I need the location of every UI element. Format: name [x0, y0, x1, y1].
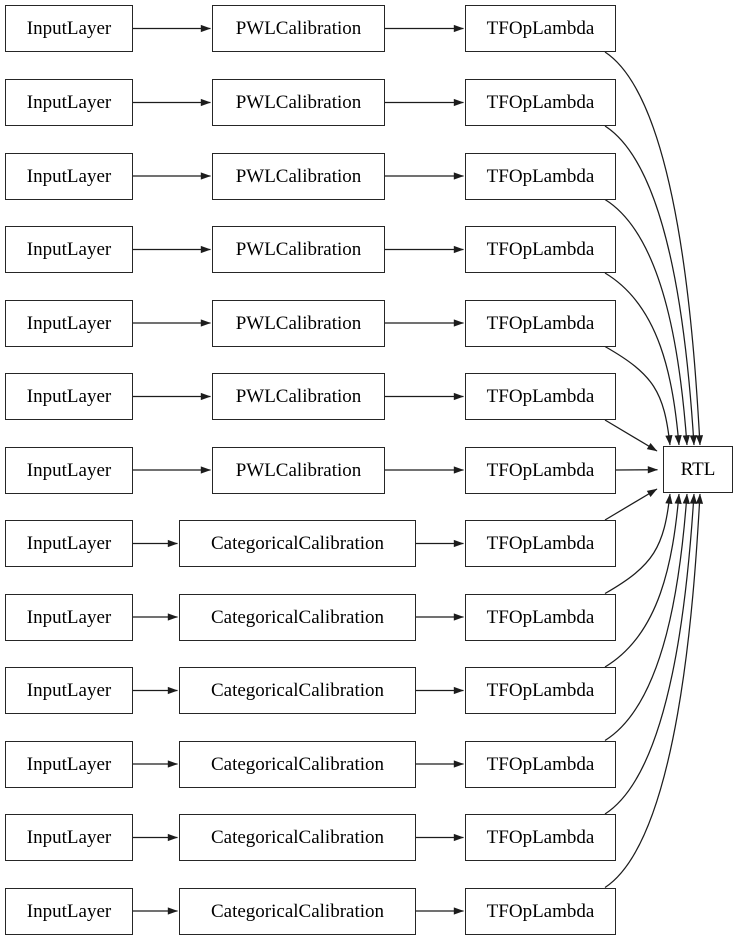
tfoplambda-node-7: TFOpLambda	[465, 520, 616, 567]
tfoplambda-node-6: TFOpLambda	[465, 446, 616, 494]
inputlayer-node-2: InputLayer	[5, 152, 133, 200]
edge-lambda-to-rtl-4	[604, 345, 673, 446]
edge-lambda-to-rtl-12	[604, 493, 704, 889]
edge-lambda-to-rtl-11	[604, 493, 697, 815]
inputlayer-node-9: InputLayer	[5, 667, 133, 714]
pwlcalibration-node-6: PWLCalibration	[212, 446, 385, 494]
inputlayer-node-4: InputLayer	[5, 299, 133, 347]
rtl-node: RTL	[663, 446, 733, 493]
pwlcalibration-node-3: PWLCalibration	[212, 226, 385, 273]
categoricalcalibration-node-9: CategoricalCalibration	[179, 667, 416, 714]
tfoplambda-node-1: TFOpLambda	[465, 79, 616, 126]
pwlcalibration-node-2: PWLCalibration	[212, 152, 385, 200]
edge-lambda-to-rtl-2	[604, 198, 690, 446]
edge-lambda-to-rtl-5	[604, 419, 658, 452]
inputlayer-node-7: InputLayer	[5, 520, 133, 567]
inputlayer-node-12: InputLayer	[5, 887, 133, 935]
pwlcalibration-node-0: PWLCalibration	[212, 5, 385, 52]
tfoplambda-node-4: TFOpLambda	[465, 299, 616, 347]
edge-lambda-to-rtl-8	[604, 493, 673, 595]
tfoplambda-node-11: TFOpLambda	[465, 814, 616, 861]
categoricalcalibration-node-12: CategoricalCalibration	[179, 887, 416, 935]
inputlayer-node-0: InputLayer	[5, 5, 133, 52]
categoricalcalibration-node-10: CategoricalCalibration	[179, 740, 416, 788]
pwlcalibration-node-5: PWLCalibration	[212, 373, 385, 420]
tfoplambda-node-3: TFOpLambda	[465, 226, 616, 273]
pwlcalibration-node-4: PWLCalibration	[212, 299, 385, 347]
inputlayer-node-3: InputLayer	[5, 226, 133, 273]
edge-lambda-to-rtl-0	[604, 51, 704, 446]
inputlayer-node-1: InputLayer	[5, 79, 133, 126]
edge-lambda-to-rtl-3	[604, 272, 682, 446]
tfoplambda-node-8: TFOpLambda	[465, 593, 616, 641]
categoricalcalibration-node-8: CategoricalCalibration	[179, 593, 416, 641]
inputlayer-node-6: InputLayer	[5, 446, 133, 494]
inputlayer-node-10: InputLayer	[5, 740, 133, 788]
edge-lambda-to-rtl-9	[604, 493, 682, 668]
tfoplambda-node-2: TFOpLambda	[465, 152, 616, 200]
pwlcalibration-node-1: PWLCalibration	[212, 79, 385, 126]
inputlayer-node-5: InputLayer	[5, 373, 133, 420]
inputlayer-node-11: InputLayer	[5, 814, 133, 861]
edge-lambda-to-rtl-1	[604, 125, 697, 446]
categoricalcalibration-node-7: CategoricalCalibration	[179, 520, 416, 567]
tfoplambda-node-5: TFOpLambda	[465, 373, 616, 420]
tfoplambda-node-10: TFOpLambda	[465, 740, 616, 788]
tfoplambda-node-0: TFOpLambda	[465, 5, 616, 52]
inputlayer-node-8: InputLayer	[5, 593, 133, 641]
tfoplambda-node-9: TFOpLambda	[465, 667, 616, 714]
edge-lambda-to-rtl-10	[604, 493, 690, 742]
tfoplambda-node-12: TFOpLambda	[465, 887, 616, 935]
edge-lambda-to-rtl-7	[604, 488, 658, 521]
categoricalcalibration-node-11: CategoricalCalibration	[179, 814, 416, 861]
